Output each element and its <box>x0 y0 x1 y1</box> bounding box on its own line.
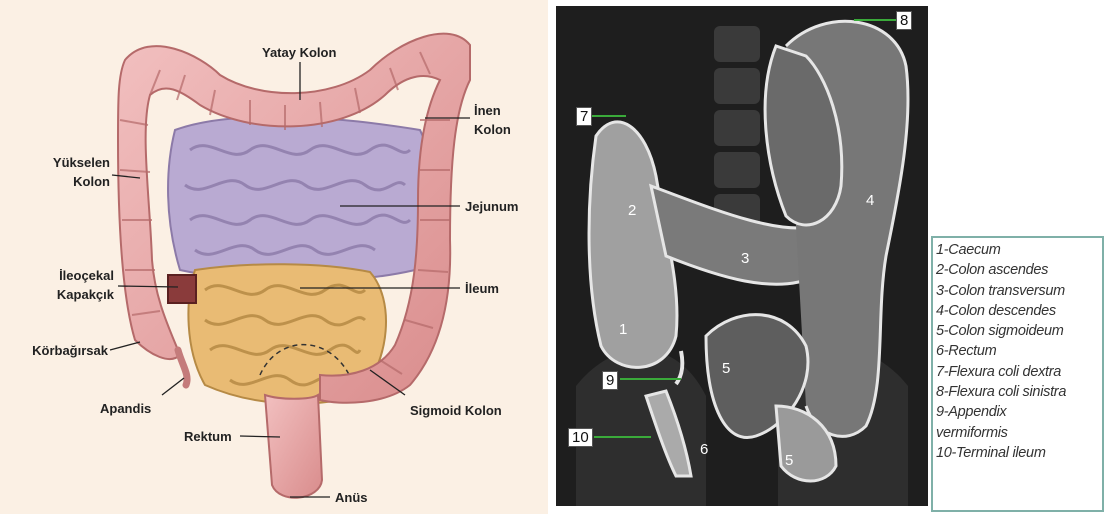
jejunum-mass <box>168 117 434 281</box>
label-anus: Anüs <box>335 490 368 506</box>
xray-label-8: 8 <box>896 11 912 30</box>
large-intestine-drawing <box>0 0 548 514</box>
label-ileocekal-line1: İleoçekal <box>34 268 114 284</box>
xray-number-5b: 5 <box>785 452 793 469</box>
xray-label-9: 9 <box>602 371 618 390</box>
legend-item-appendix: 9-Appendix <box>936 402 1099 422</box>
label-rektum: Rektum <box>184 429 232 445</box>
rectum-shape <box>265 395 322 498</box>
legend-item-colon-sigmoideum: 5-Colon sigmoideum <box>936 321 1099 341</box>
xray-number-4: 4 <box>866 192 874 209</box>
label-korbagirsak: Körbağırsak <box>10 343 108 359</box>
xray-number-2: 2 <box>628 202 636 219</box>
barium-xray-image: 2 3 4 1 5 5 6 7 8 9 10 <box>556 6 928 506</box>
label-ileocekal-line2: Kapakçık <box>34 287 114 303</box>
label-ileum: İleum <box>465 281 499 297</box>
xray-label-7: 7 <box>576 107 592 126</box>
xray-number-3: 3 <box>741 250 749 267</box>
legend-item-vermiformis: vermiformis <box>936 423 1099 443</box>
legend-item-colon-ascendes: 2-Colon ascendes <box>936 260 1099 280</box>
xray-number-5a: 5 <box>722 360 730 377</box>
label-yukselen-kolon-line2: Kolon <box>46 174 110 190</box>
legend-item-colon-transversum: 3-Colon transversum <box>936 281 1099 301</box>
label-inen-kolon-line1: İnen <box>474 103 501 119</box>
anatomy-illustration: Yatay Kolon İnen Kolon Yükselen Kolon Je… <box>0 0 548 514</box>
legend-item-caecum: 1-Caecum <box>936 240 1099 260</box>
ileocecal-valve <box>168 275 196 303</box>
label-jejunum: Jejunum <box>465 199 518 215</box>
xray-label-10: 10 <box>568 428 593 447</box>
legend-box: 1-Caecum 2-Colon ascendes 3-Colon transv… <box>931 236 1104 512</box>
legend-item-terminal-ileum: 10-Terminal ileum <box>936 443 1099 463</box>
label-yatay-kolon: Yatay Kolon <box>262 45 336 61</box>
xray-number-1: 1 <box>619 321 627 338</box>
legend-item-colon-descendes: 4-Colon descendes <box>936 301 1099 321</box>
label-yukselen-kolon-line1: Yükselen <box>46 155 110 171</box>
label-apandis: Apandis <box>100 401 151 417</box>
label-sigmoid-kolon: Sigmoid Kolon <box>410 403 502 419</box>
xray-number-6: 6 <box>700 441 708 458</box>
legend-item-flexura-dextra: 7-Flexura coli dextra <box>936 362 1099 382</box>
legend-item-rectum: 6-Rectum <box>936 341 1099 361</box>
label-inen-kolon-line2: Kolon <box>474 122 511 138</box>
legend-item-flexura-sinistra: 8-Flexura coli sinistra <box>936 382 1099 402</box>
